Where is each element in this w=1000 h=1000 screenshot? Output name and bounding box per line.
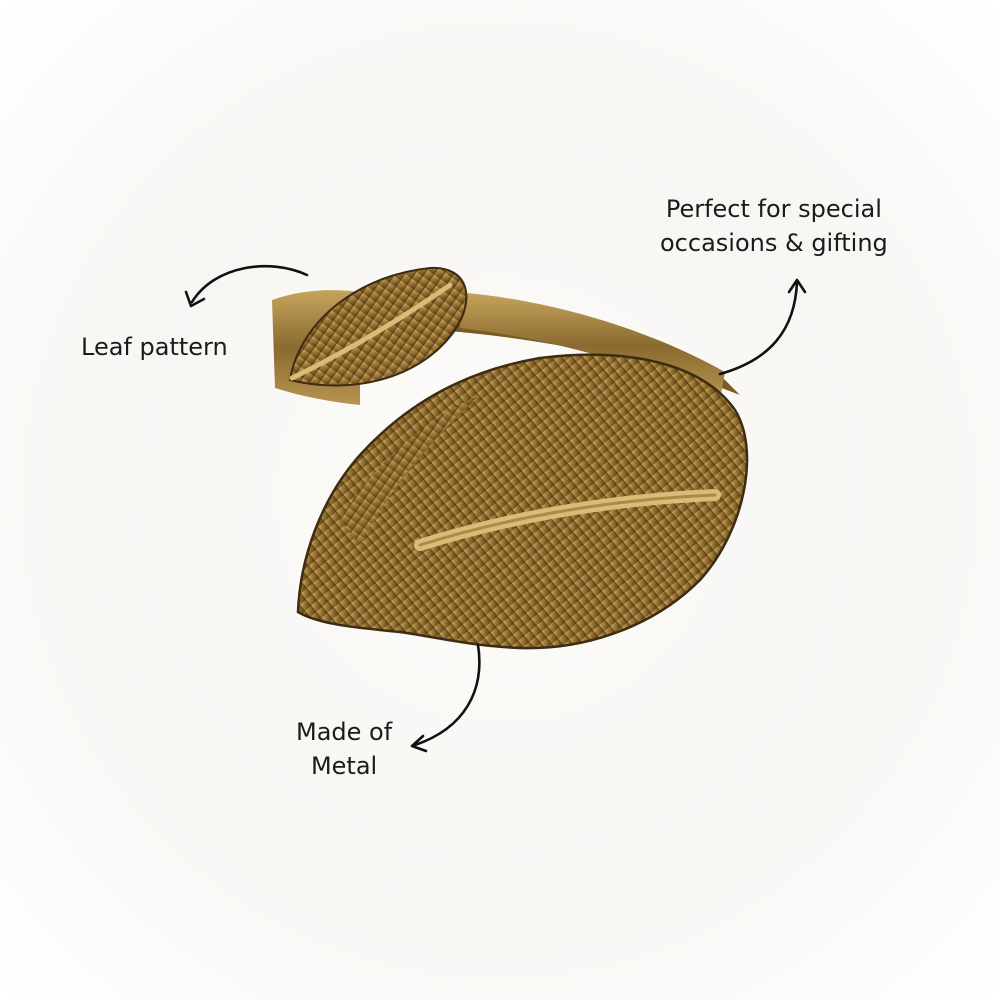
callout-leaf-pattern-text: Leaf pattern xyxy=(81,333,228,361)
callout-made-of-metal: Made of Metal xyxy=(296,715,392,783)
small-leaf xyxy=(288,266,468,387)
callout-metal-line1: Made of xyxy=(296,718,393,746)
callout-occasions-line1: Perfect for special xyxy=(665,195,882,223)
callout-occasions-line2: occasions & gifting xyxy=(660,229,888,257)
callout-metal-line2: Metal xyxy=(310,752,378,780)
large-leaf xyxy=(296,353,749,650)
callout-leaf-pattern: Leaf pattern xyxy=(81,330,228,364)
callout-special-occasions: Perfect for special occasions & gifting xyxy=(660,192,888,260)
